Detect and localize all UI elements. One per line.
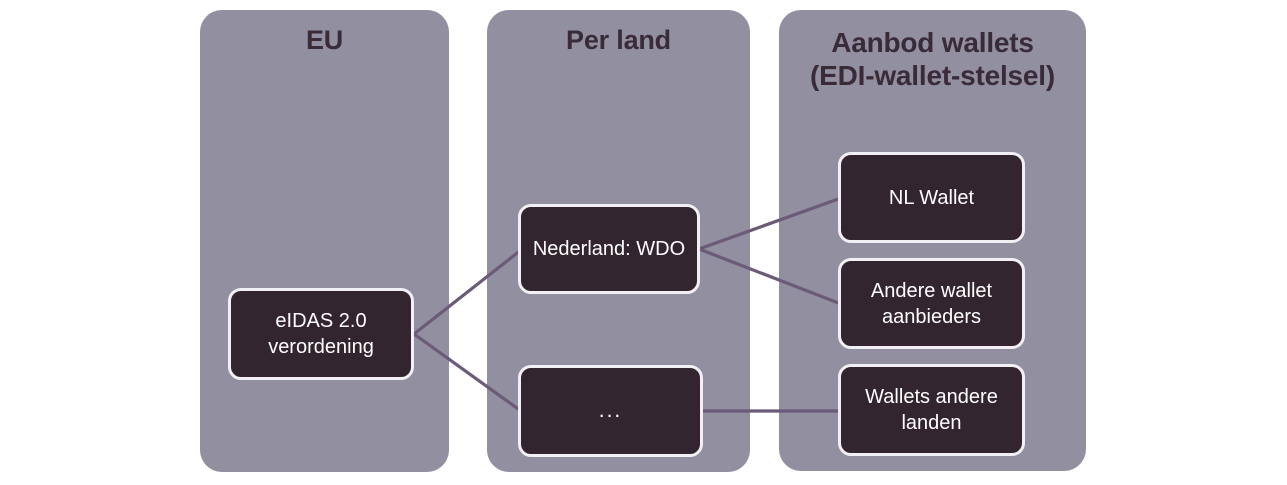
node-eidas-verordening-label: eIDAS 2.0 verordening bbox=[268, 310, 374, 358]
node-ellipsis[interactable]: ... bbox=[518, 365, 703, 457]
node-andere-wallet-aanbieders-label: Andere wallet aanbieders bbox=[870, 279, 993, 328]
node-nl-wallet[interactable]: NL Wallet bbox=[838, 152, 1025, 243]
panel-aanbod-wallets-title: Aanbod wallets (EDI-wallet-stelsel) bbox=[810, 27, 1055, 92]
node-eidas-verordening[interactable]: eIDAS 2.0 verordening bbox=[228, 288, 414, 380]
node-nl-wallet-label: NL Wallet bbox=[888, 186, 975, 209]
panel-eu-title: EU bbox=[305, 25, 344, 55]
panel-eu: EU bbox=[200, 10, 449, 472]
node-andere-wallet-aanbieders[interactable]: Andere wallet aanbieders bbox=[838, 258, 1025, 349]
node-wallets-andere-landen-label: Wallets andere landen bbox=[865, 386, 998, 434]
panel-per-land-title: Per land bbox=[566, 25, 671, 55]
node-ellipsis-label: ... bbox=[598, 399, 623, 423]
node-nederland-wdo-label: Nederland: WDO bbox=[532, 238, 686, 260]
node-nederland-wdo[interactable]: Nederland: WDO bbox=[518, 204, 700, 294]
node-wallets-andere-landen[interactable]: Wallets andere landen bbox=[838, 364, 1025, 456]
